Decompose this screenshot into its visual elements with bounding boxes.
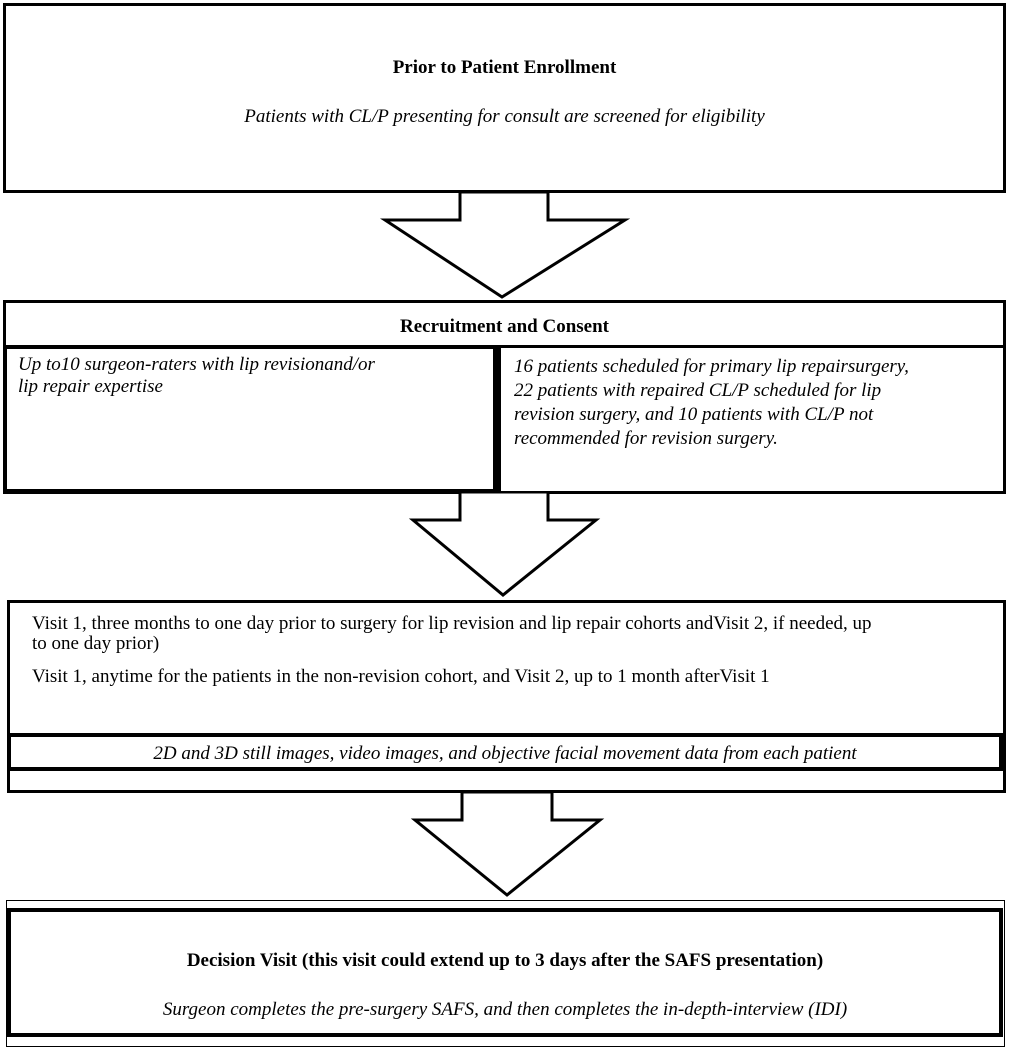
patients-box: 16 patients scheduled for primary lip re… [497,345,1006,494]
visit-nonrevision-text: Visit 1, anytime for the patients in the… [32,666,770,687]
down-arrow-2 [408,492,601,597]
surgeon-raters-line1: Up to10 surgeon-raters with lip revision… [18,354,375,375]
decision-box: Decision Visit (this visit could extend … [7,908,1003,1037]
patients-line2: 22 patients with repaired CL/P scheduled… [514,380,882,401]
enrollment-title: Prior to Patient Enrollment [392,57,617,78]
patients-line1: 16 patients scheduled for primary lip re… [514,356,909,377]
enrollment-box: Prior to Patient Enrollment Patients wit… [3,3,1006,193]
down-arrow-3 [410,792,605,897]
enrollment-text: Patients with CL/P presenting for consul… [244,106,765,127]
down-arrow-1 [380,192,630,299]
visit-revision-line2: to one day prior) [32,633,160,654]
data-collection-box: 2D and 3D still images, video images, an… [7,733,1003,771]
recruitment-title: Recruitment and Consent [400,316,609,337]
decision-title: Decision Visit (this visit could extend … [186,950,824,971]
data-collection-text: 2D and 3D still images, video images, an… [153,743,857,764]
visit-revision-line1: Visit 1, three months to one day prior t… [32,613,872,634]
decision-text: Surgeon completes the pre-surgery SAFS, … [162,999,848,1020]
surgeon-raters-box: Up to10 surgeon-raters with lip revision… [3,345,497,493]
patients-line3: revision surgery, and 10 patients with C… [514,404,874,425]
surgeon-raters-line2: lip repair expertise [18,376,163,397]
patients-line4: recommended for revision surgery. [514,428,778,449]
